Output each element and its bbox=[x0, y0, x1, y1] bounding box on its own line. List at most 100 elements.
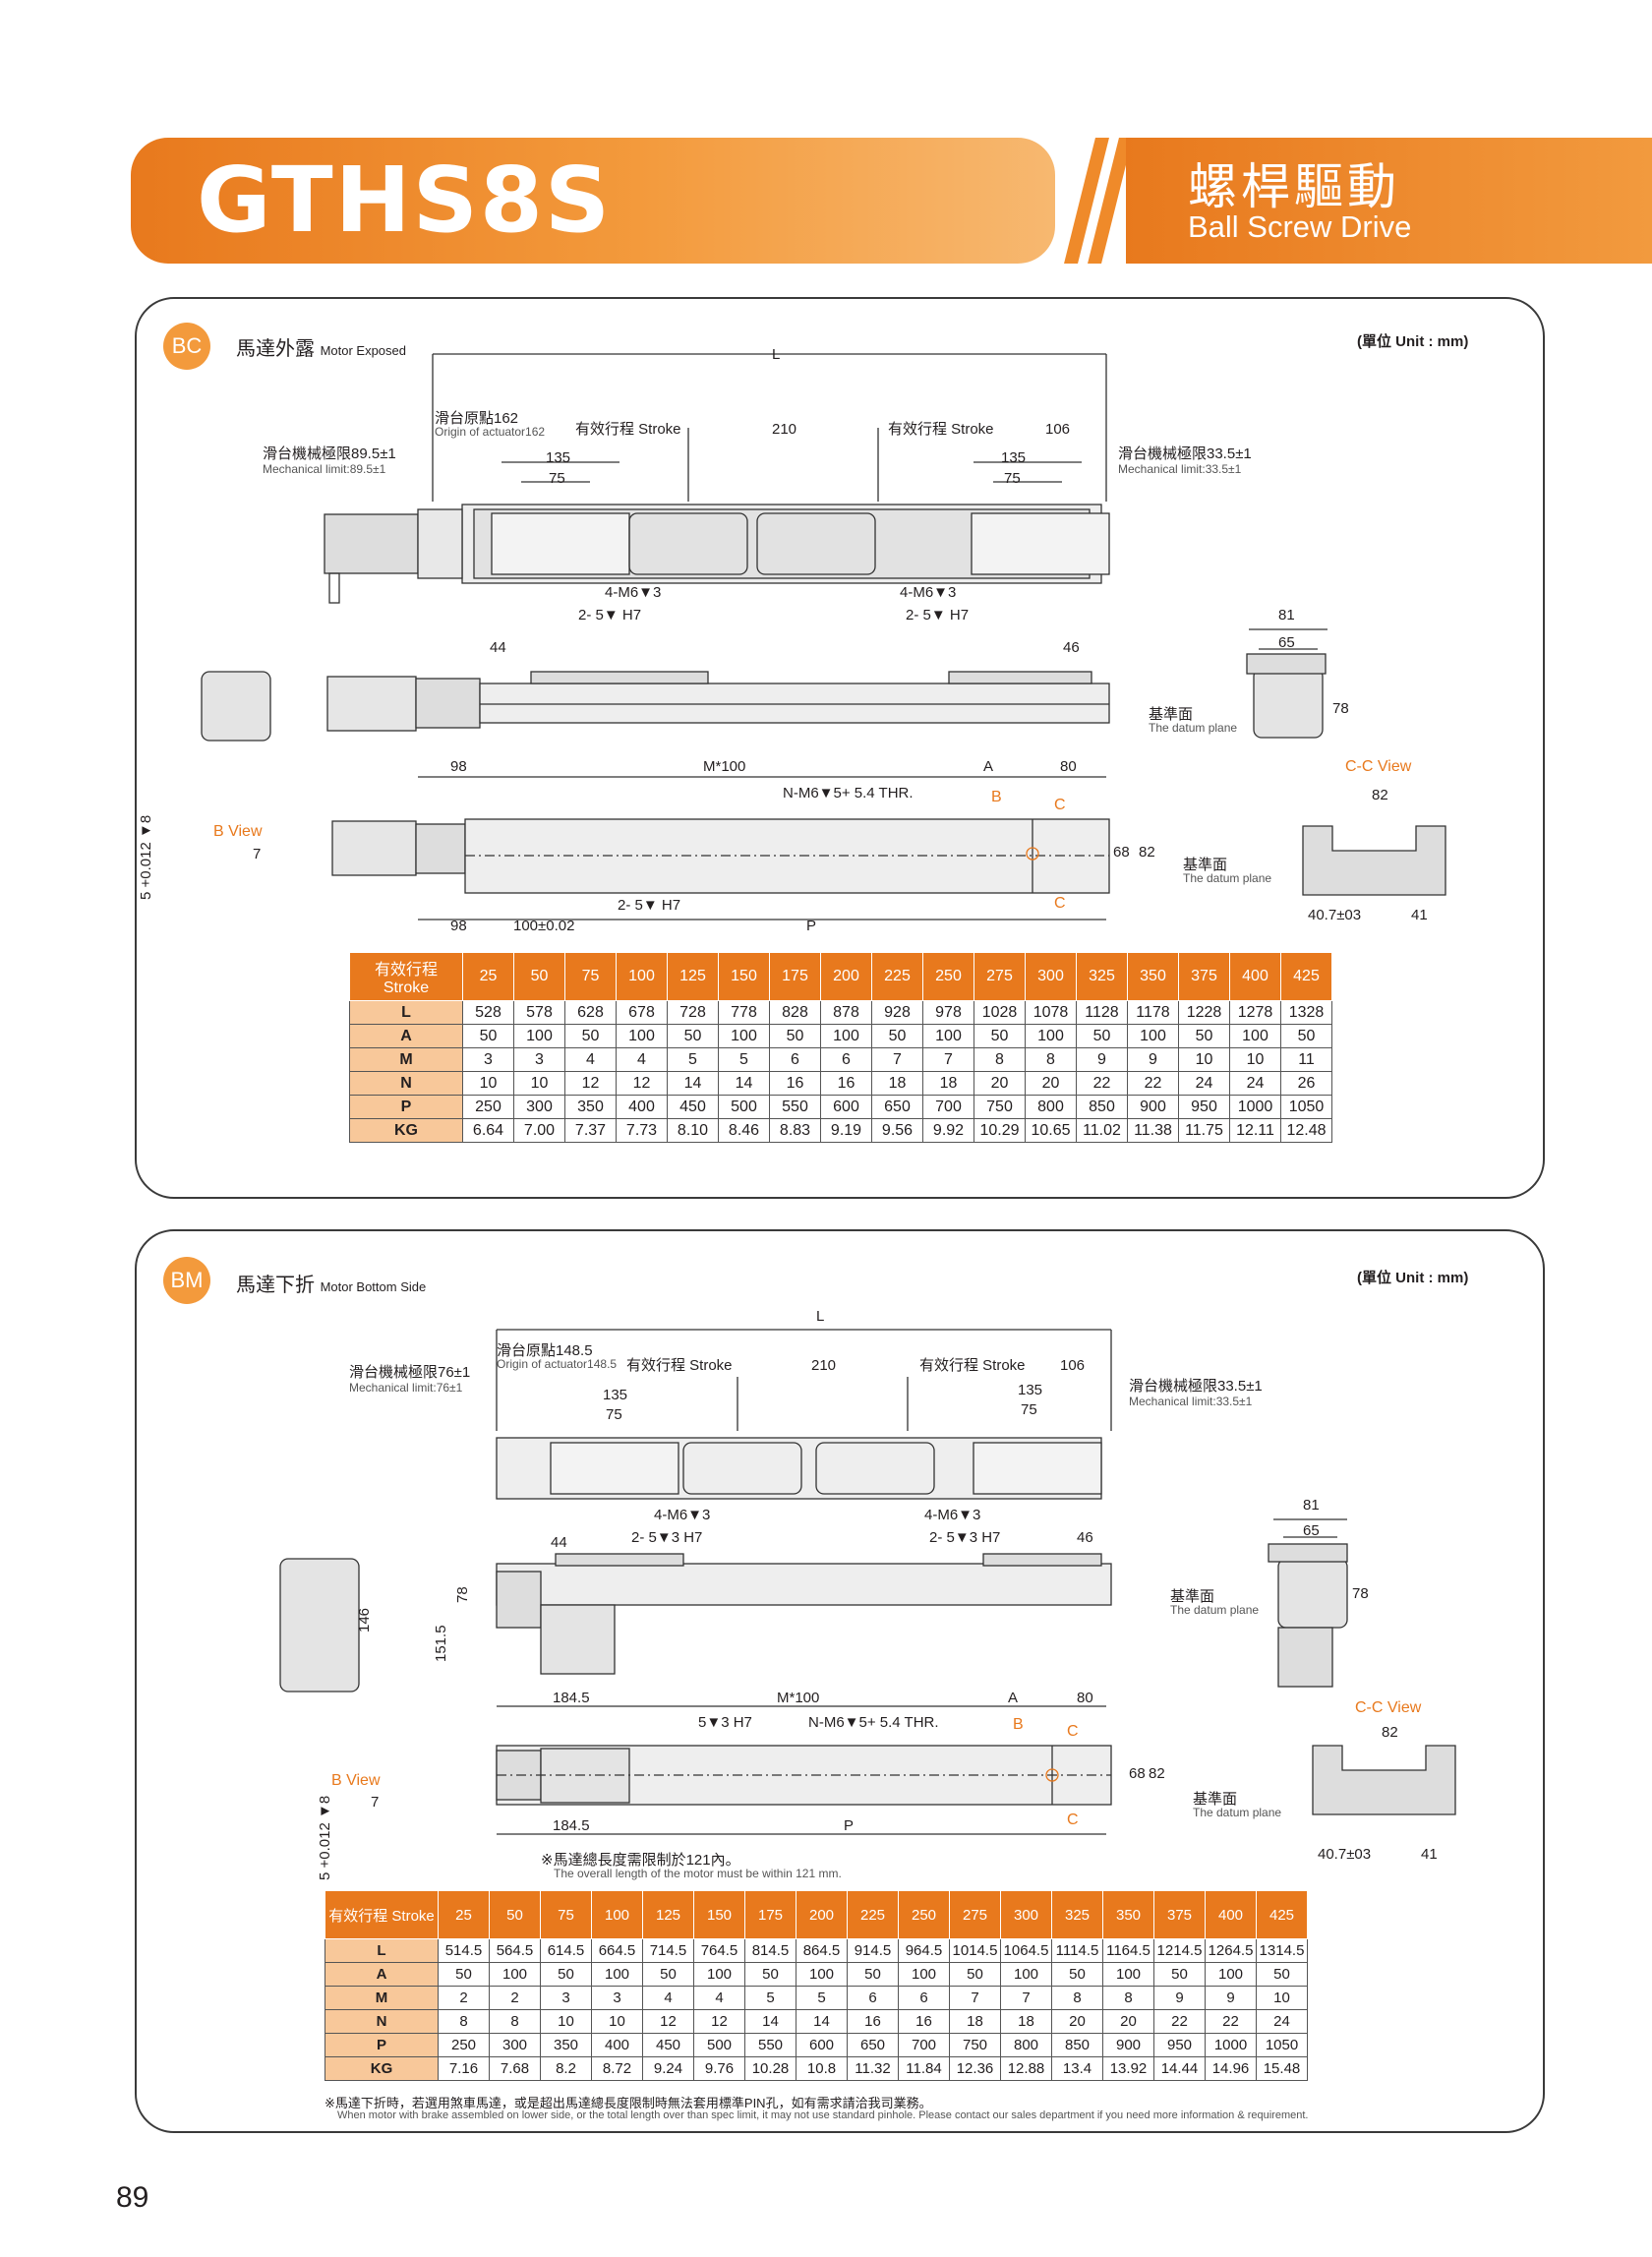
stroke-value: 25 bbox=[438, 1890, 490, 1939]
table-cell: 9.76 bbox=[693, 2056, 745, 2081]
table-cell: 814.5 bbox=[744, 1938, 796, 1963]
stroke-value: 275 bbox=[974, 952, 1026, 1001]
dim-m100: M*100 bbox=[777, 1690, 820, 1706]
stroke-value: 375 bbox=[1178, 952, 1230, 1001]
table-cell: 14 bbox=[667, 1071, 719, 1096]
dim-135: 135 bbox=[1018, 1382, 1043, 1398]
table-cell: 50 bbox=[642, 1962, 694, 1987]
table-cell: 100 bbox=[796, 1962, 848, 1987]
table-cell: 100 bbox=[922, 1024, 974, 1048]
dim-184-5: 184.5 bbox=[553, 1690, 590, 1706]
table-cell: 1000 bbox=[1205, 2033, 1257, 2057]
table-cell: 8.46 bbox=[718, 1118, 770, 1143]
dim-46: 46 bbox=[1063, 639, 1080, 656]
table-cell: 20 bbox=[1051, 2009, 1103, 2034]
stroke-value: 250 bbox=[898, 1890, 950, 1939]
table-cell: 9.24 bbox=[642, 2056, 694, 2081]
dim-L: L bbox=[772, 346, 781, 363]
table-cell: 1114.5 bbox=[1051, 1938, 1103, 1963]
dim-44: 44 bbox=[490, 639, 506, 656]
model-title: GTHS8S bbox=[197, 148, 613, 253]
table-cell: 250 bbox=[462, 1095, 514, 1119]
table-cell: 400 bbox=[616, 1095, 668, 1119]
table-cell: 11.75 bbox=[1178, 1118, 1230, 1143]
table-cell: 964.5 bbox=[898, 1938, 950, 1963]
table-cell: 8.83 bbox=[769, 1118, 821, 1143]
dim-A: A bbox=[983, 758, 994, 775]
table-cell: 1064.5 bbox=[1000, 1938, 1052, 1963]
table-cell: 16 bbox=[847, 2009, 899, 2034]
dim-210: 210 bbox=[772, 421, 797, 438]
table-cell: 100 bbox=[1127, 1024, 1179, 1048]
table-cell: 9.19 bbox=[820, 1118, 872, 1143]
table-cell: 24 bbox=[1178, 1071, 1230, 1096]
table-cell: 11.02 bbox=[1076, 1118, 1128, 1143]
table-cell: 10.29 bbox=[974, 1118, 1026, 1143]
dim-100: 100±0.02 bbox=[513, 918, 575, 934]
table-cell: 8 bbox=[1102, 1986, 1154, 2010]
row-label: M bbox=[349, 1047, 463, 1072]
table-cell: 764.5 bbox=[693, 1938, 745, 1963]
table-cell: 678 bbox=[616, 1000, 668, 1025]
callout-m6: 4-M6▼3 bbox=[654, 1507, 711, 1523]
table-cell: 14.96 bbox=[1205, 2056, 1257, 2081]
table-cell: 50 bbox=[871, 1024, 923, 1048]
stroke-value: 25 bbox=[462, 952, 514, 1001]
table-cell: 1050 bbox=[1280, 1095, 1332, 1119]
dim-origin-en: Origin of actuator148.5 bbox=[497, 1357, 618, 1371]
table-cell: 8 bbox=[1051, 1986, 1103, 2010]
table-cell: 750 bbox=[949, 2033, 1001, 2057]
table-cell: 1214.5 bbox=[1153, 1938, 1206, 1963]
dim-m100: M*100 bbox=[703, 758, 746, 775]
row-label: N bbox=[324, 2009, 439, 2034]
table-cell: 50 bbox=[1076, 1024, 1128, 1048]
table-cell: 978 bbox=[922, 1000, 974, 1025]
table-cell: 100 bbox=[1205, 1962, 1257, 1987]
dim-A: A bbox=[1008, 1690, 1019, 1706]
table-cell: 13.92 bbox=[1102, 2056, 1154, 2081]
table-cell: 12.11 bbox=[1229, 1118, 1281, 1143]
table-cell: 24 bbox=[1229, 1071, 1281, 1096]
dim-tolerance: 5 +0.012 ▼8 bbox=[317, 1795, 333, 1880]
section-badge: BC bbox=[163, 323, 210, 370]
dim-81: 81 bbox=[1278, 607, 1295, 624]
table-cell: 714.5 bbox=[642, 1938, 694, 1963]
table-cell: 100 bbox=[718, 1024, 770, 1048]
label-B: B bbox=[991, 789, 1002, 805]
dim-82: 82 bbox=[1139, 844, 1155, 861]
mech-limit-left: 滑台機械極限76±1 bbox=[349, 1364, 471, 1381]
table-cell: 50 bbox=[1178, 1024, 1230, 1048]
dim-origin-en: Origin of actuator162 bbox=[435, 425, 546, 439]
table-cell: 914.5 bbox=[847, 1938, 899, 1963]
table-cell: 7.00 bbox=[513, 1118, 565, 1143]
callout-h7: 2- 5▼ H7 bbox=[578, 607, 642, 624]
table-cell: 600 bbox=[820, 1095, 872, 1119]
stroke-value: 250 bbox=[922, 952, 974, 1001]
table-cell: 7.68 bbox=[489, 2056, 541, 2081]
stroke-value: 125 bbox=[667, 952, 719, 1001]
table-cell: 12 bbox=[693, 2009, 745, 2034]
table-cell: 22 bbox=[1205, 2009, 1257, 2034]
dim-75: 75 bbox=[606, 1406, 622, 1423]
table-cell: 50 bbox=[1256, 1962, 1308, 1987]
stroke-value: 275 bbox=[949, 1890, 1001, 1939]
table-cell: 1078 bbox=[1025, 1000, 1077, 1025]
dim-41: 41 bbox=[1411, 907, 1428, 923]
table-cell: 10.28 bbox=[744, 2056, 796, 2081]
label-B: B bbox=[1013, 1716, 1024, 1733]
table-cell: 928 bbox=[871, 1000, 923, 1025]
footnote: ※馬達下折時，若選用煞車馬達，或是超出馬達總長度限制時無法套用標準PIN孔，如有… bbox=[324, 2096, 932, 2110]
table-cell: 300 bbox=[489, 2033, 541, 2057]
stroke-value: 375 bbox=[1153, 1890, 1206, 1939]
table-cell: 1014.5 bbox=[949, 1938, 1001, 1963]
dim-7: 7 bbox=[253, 846, 262, 862]
dim-origin: 滑台原點162 bbox=[435, 410, 519, 427]
dim-40-7: 40.7±03 bbox=[1318, 1846, 1372, 1863]
